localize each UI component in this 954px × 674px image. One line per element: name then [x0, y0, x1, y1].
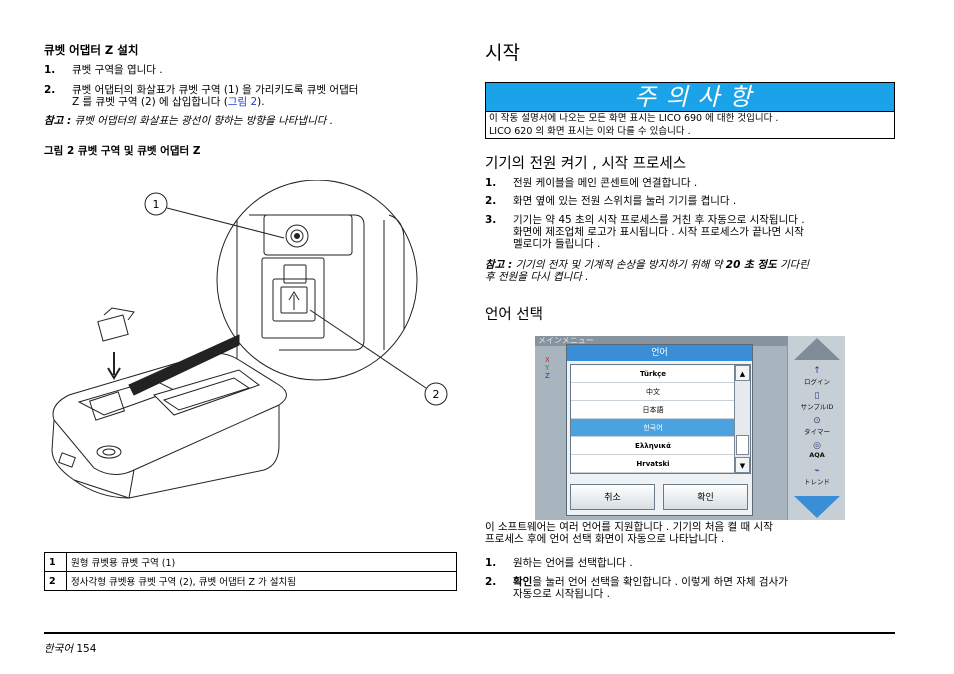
scroll-up-icon[interactable]: ▲	[735, 365, 750, 381]
power-note: 참고 : 기기의 전자 및 기계적 손상을 방지하기 위해 약 20 초 정도 …	[485, 259, 809, 283]
caution-heading: 주 의 사 항	[486, 83, 894, 112]
language-item[interactable]: 日本語	[571, 401, 735, 419]
instrument-illustration: 1 2	[51, 180, 448, 499]
page-up-icon[interactable]	[794, 338, 840, 360]
footer-rule	[44, 632, 895, 634]
section-title-language: 언어 선택	[485, 307, 543, 323]
axis-icons: X Y Z	[545, 356, 550, 380]
scroll-down-icon[interactable]: ▼	[735, 457, 750, 473]
scroll-thumb[interactable]	[736, 435, 749, 455]
caution-line: 이 작동 설명서에 나오는 모든 화면 표시는 LICO 690 에 대한 것입…	[489, 113, 779, 124]
page-title-start: 시작	[485, 42, 520, 64]
figure-2-link[interactable]: 그림 2	[227, 96, 258, 108]
page-down-icon[interactable]	[794, 496, 840, 518]
ok-button[interactable]: 확인	[663, 484, 748, 510]
adapter-note: 참고 : 큐벳 어댑터의 화살표는 광선이 향하는 방향을 나타냅니다 .	[44, 115, 334, 127]
language-list[interactable]: Türkçe 中文 日本語 한국어 Ελληνικά Hrvatski ▲ ▼	[570, 364, 751, 474]
adapter-step-2: 2. 큐벳 어댑터의 화살표가 큐벳 구역 (1) 을 가리키도록 큐벳 어댑터…	[44, 84, 359, 108]
callout-2: 2	[433, 388, 440, 401]
language-step-2: 2. 확인을 눌러 언어 선택을 확인합니다 . 이렇게 하면 자체 검사가 자…	[485, 576, 788, 600]
legend-row: 1 원형 큐벳용 큐벳 구역 (1)	[44, 552, 457, 572]
footer-language: 한국어	[44, 643, 73, 655]
power-step-3: 3. 기기는 약 45 초의 시작 프로세스를 거친 후 자동으로 시작됩니다 …	[485, 214, 805, 250]
callout-1: 1	[153, 198, 160, 211]
legend-row: 2 정사각형 큐벳용 큐벳 구역 (2), 큐벳 어댑터 Z 가 설치됨	[44, 571, 457, 591]
list-scrollbar[interactable]: ▲ ▼	[734, 365, 750, 473]
language-paragraph: 이 소프트웨어는 여러 언어를 지원합니다 . 기기의 처음 켤 때 시작 프로…	[485, 521, 773, 545]
side-item-login[interactable]: ↑ログイン	[788, 366, 845, 386]
caution-line: LICO 620 의 화면 표시는 이와 다를 수 있습니다 .	[489, 126, 691, 137]
section-title-power: 기기의 전원 켜기 , 시작 프로세스	[485, 156, 687, 172]
side-item-aqa[interactable]: ◎AQA	[788, 441, 845, 459]
figure-legend: 1 원형 큐벳용 큐벳 구역 (1) 2 정사각형 큐벳용 큐벳 구역 (2),…	[44, 552, 457, 591]
aqa-icon: ◎	[813, 441, 821, 451]
language-item[interactable]: Hrvatski	[571, 455, 735, 473]
timer-icon: ⊙	[813, 416, 821, 426]
side-item-timer[interactable]: ⊙タイマー	[788, 416, 845, 436]
language-dialog: 언어 Türkçe 中文 日本語 한국어 Ελληνικά Hrvatski ▲…	[566, 344, 753, 516]
side-item-sample-id[interactable]: ▯サンプルID	[788, 391, 845, 411]
trend-icon: ⌁	[814, 466, 820, 476]
sample-id-icon: ▯	[814, 391, 820, 401]
language-item[interactable]: Türkçe	[571, 365, 735, 383]
screen-topbar: メインメニュー	[535, 336, 787, 346]
footer: 한국어 154	[44, 641, 96, 656]
login-icon: ↑	[813, 366, 821, 376]
section-title-adapter: 큐벳 어댑터 Z 설치	[44, 43, 139, 57]
cancel-button[interactable]: 취소	[570, 484, 655, 510]
language-item-selected[interactable]: 한국어	[571, 419, 735, 437]
caution-box: 주 의 사 항 이 작동 설명서에 나오는 모든 화면 표시는 LICO 690…	[485, 82, 895, 139]
dialog-title: 언어	[567, 345, 752, 361]
language-item[interactable]: Ελληνικά	[571, 437, 735, 455]
page-number: 154	[76, 643, 97, 655]
side-menu: ↑ログイン ▯サンプルID ⊙タイマー ◎AQA ⌁トレンド	[787, 336, 845, 520]
language-screen: メインメニュー X Y Z 언어 Türkçe 中文 日本語 한국어 Ελλην…	[535, 336, 845, 520]
figure-caption: 그림 2 큐벳 구역 및 큐벳 어댑터 Z	[44, 145, 201, 157]
side-item-trend[interactable]: ⌁トレンド	[788, 466, 845, 486]
language-item[interactable]: 中文	[571, 383, 735, 401]
